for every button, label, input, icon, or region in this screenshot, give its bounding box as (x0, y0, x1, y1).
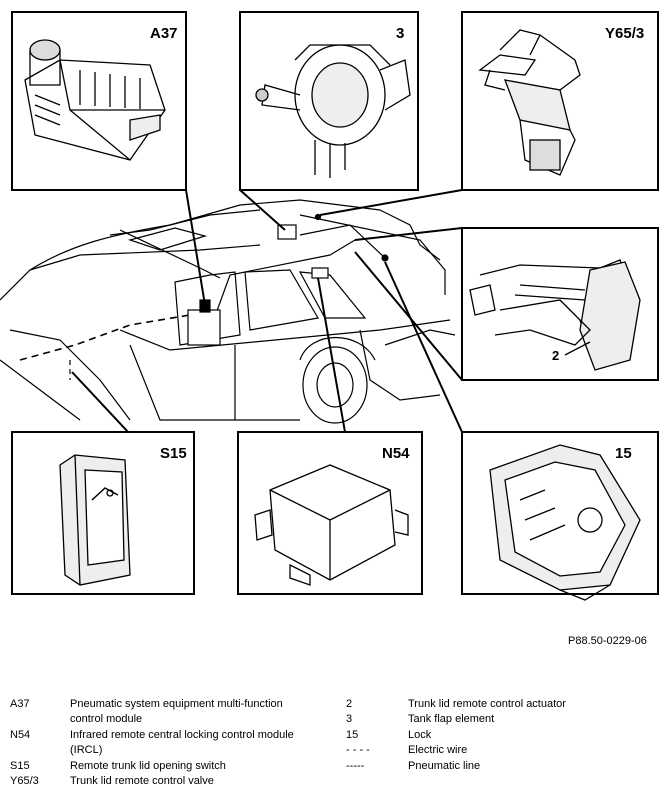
callout-box-15: 15 (461, 431, 659, 601)
car-illustration (0, 199, 456, 424)
callout-label-y65-3: Y65/3 (605, 25, 644, 42)
callout-label-2: 2 (552, 348, 559, 363)
callout-box-s15: S15 (11, 431, 195, 595)
callout-box-2: 2 (461, 227, 659, 381)
callout-box-n54: N54 (237, 431, 423, 595)
pneumatic-module-icon (24, 39, 166, 161)
ircl-control-module-icon (254, 464, 409, 586)
callout-box-y65-3: Y65/3 (461, 11, 659, 191)
callout-label-15: 15 (615, 445, 632, 462)
callout-label-n54: N54 (382, 445, 410, 462)
trunk-switch-icon (59, 454, 131, 586)
callout-box-3: 3 (239, 11, 419, 191)
callout-label-3: 3 (396, 25, 404, 42)
figure-reference: P88.50-0229-06 (568, 635, 647, 647)
leader-lines (71, 189, 463, 433)
trunk-lid-actuator-icon (469, 259, 641, 371)
callout-box-a37: A37 (11, 11, 187, 191)
trunk-lock-icon (489, 444, 641, 601)
remote-control-valve-icon (478, 29, 581, 176)
callout-label-s15: S15 (160, 445, 187, 462)
legend: A37 Pneumatic system equipment multi-fun… (10, 698, 566, 787)
tank-flap-element-icon (255, 44, 411, 178)
callout-label-a37: A37 (150, 25, 178, 42)
